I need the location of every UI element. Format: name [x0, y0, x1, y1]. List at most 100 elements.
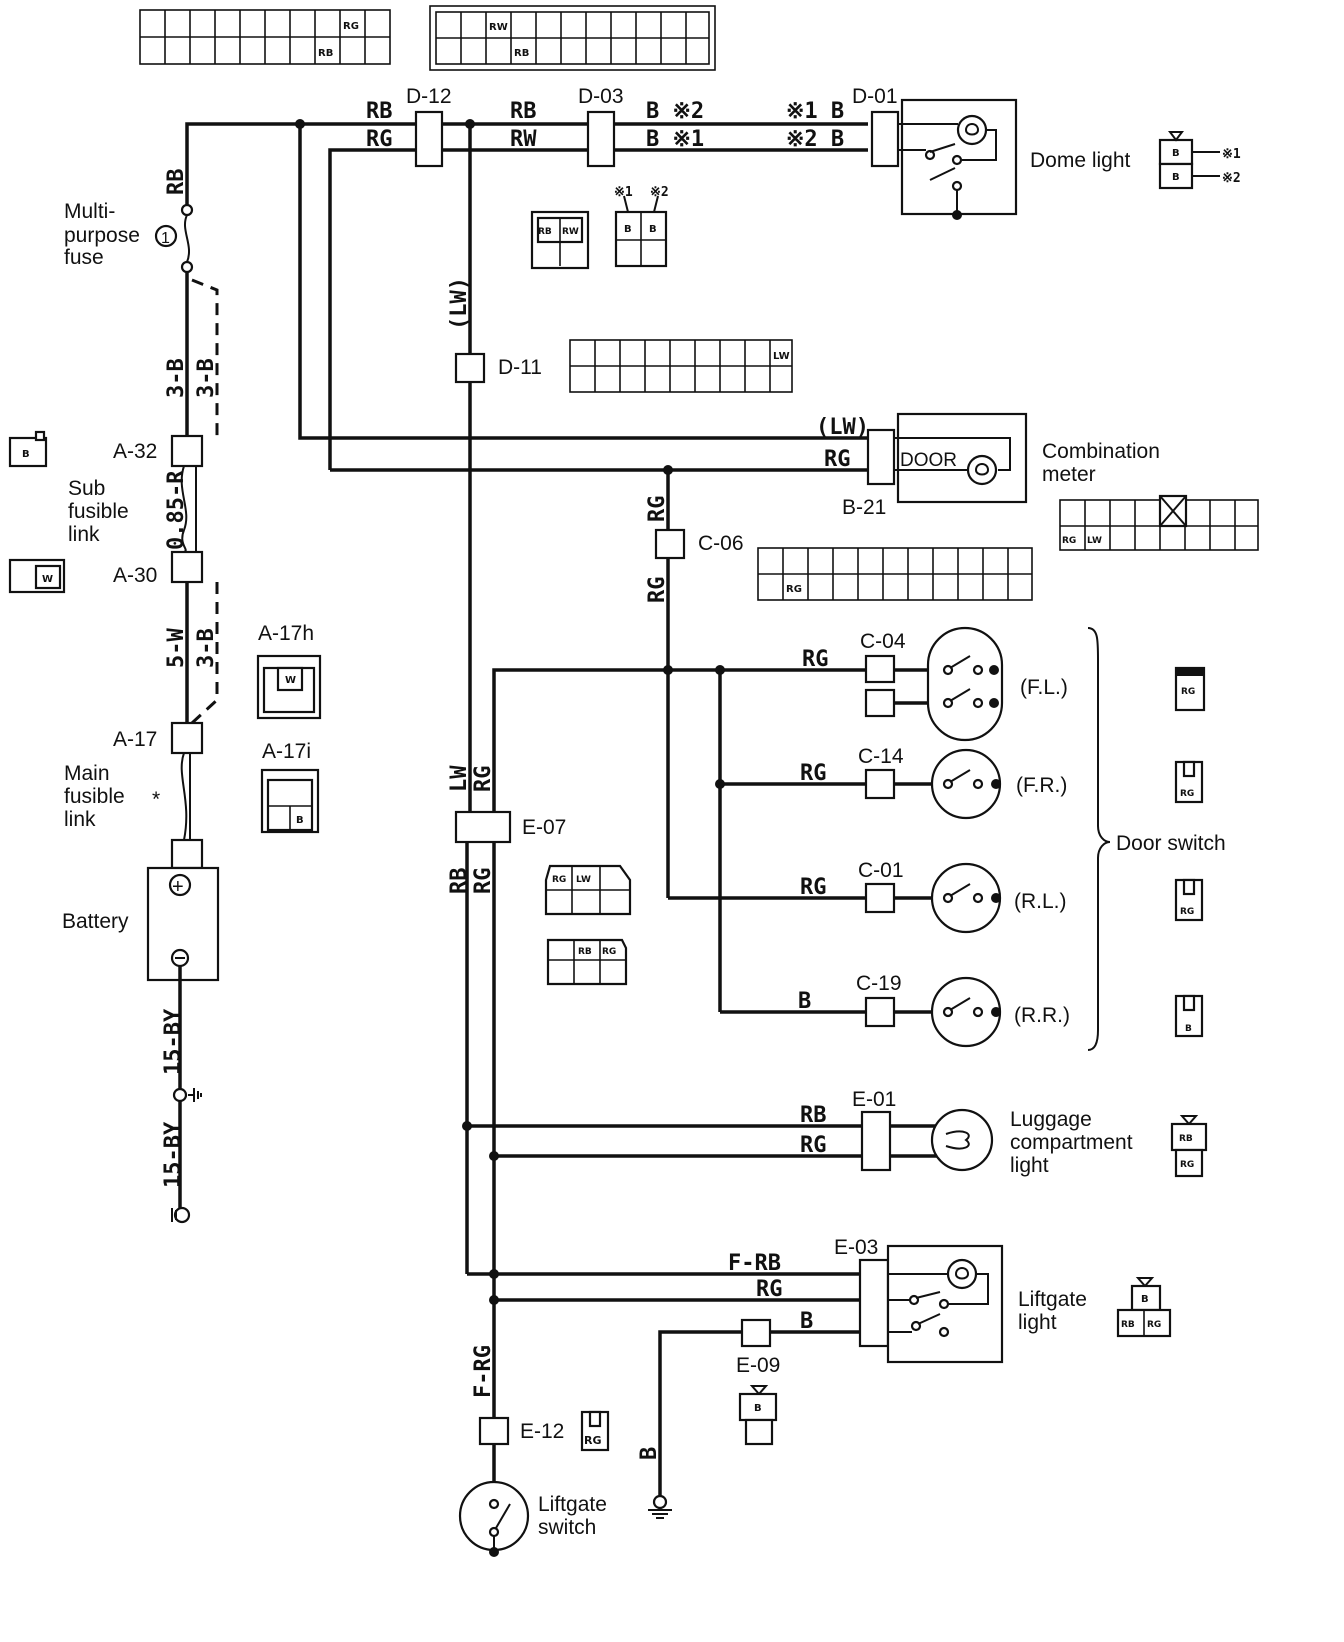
note-n1: ※1: [1222, 147, 1241, 162]
pin-label: LW: [1087, 536, 1102, 546]
battery-label: Battery: [62, 910, 129, 933]
connector-face-e09: B: [738, 1385, 778, 1446]
svg-text:+: +: [172, 876, 184, 898]
connector-e07-box: [454, 810, 512, 844]
wire-label-rg: RG: [366, 127, 393, 152]
pin-label: B: [1141, 1294, 1149, 1305]
pin-label: RG: [602, 947, 616, 957]
wire-label-rg: RG: [800, 1133, 827, 1158]
lower-trunk: [462, 842, 862, 1500]
multipurpose-fuse-label: fuse: [64, 246, 104, 269]
connector-a17h: A-17h: [258, 622, 314, 645]
wire-label-rw: RW: [510, 127, 537, 152]
wire-label-rg: RG: [802, 647, 829, 672]
wire-label-lw-paren: (LW): [816, 415, 869, 440]
wire-label-rg: RG: [471, 766, 496, 793]
connector-b21-box: [866, 428, 896, 486]
pin-label: RG: [1180, 1160, 1194, 1170]
pin-label: RG: [1147, 1320, 1161, 1330]
connector-d01: D-01: [852, 85, 898, 108]
wire-label-rg: RG: [471, 868, 496, 895]
connector-b21: B-21: [842, 496, 886, 519]
multipurpose-fuse-label: purpose: [64, 224, 140, 247]
combination-meter-label: Combination: [1042, 440, 1160, 463]
connector-face-c06: RG: [757, 547, 1033, 601]
liftgate-light-symbol: [886, 1244, 1004, 1364]
wire-label-rg: RG: [645, 496, 670, 523]
pin-label: RG: [786, 584, 802, 595]
wire-label-frb: F-RB: [728, 1251, 781, 1276]
combination-meter-symbol: [894, 412, 1028, 504]
connector-face-e03: B RB RG: [1116, 1277, 1172, 1338]
dome-light-symbol: [898, 98, 1018, 220]
wire-label-15by-lower: 15-BY: [161, 1121, 186, 1188]
connector-c06: C-06: [698, 532, 744, 555]
luggage-light-label: light: [1010, 1154, 1049, 1177]
multipurpose-fuse-label: Multi-: [64, 200, 115, 223]
connector-face-c19: B: [1174, 994, 1204, 1038]
pin-label: RB: [1179, 1134, 1193, 1144]
connector-a32: A-32: [113, 440, 157, 463]
wire-label-5w: 5-W: [164, 628, 189, 668]
wire-label-3b-lower: 3-B: [194, 628, 219, 668]
connector-e03: E-03: [834, 1236, 878, 1259]
connector-face-a32: B: [8, 430, 48, 468]
dome-light-label: Dome light: [1030, 149, 1131, 172]
connector-face-a30: W: [8, 558, 66, 594]
wire-label-frg: F-RG: [471, 1345, 496, 1398]
asterisk-note: *: [152, 788, 160, 811]
liftgate-switch-label: switch: [538, 1516, 596, 1539]
wire-label-b-n2: B ※2: [646, 99, 704, 124]
wire-label-rb: RB: [510, 99, 537, 124]
note-n1: ※1: [614, 185, 633, 200]
pin-label: B: [1185, 1024, 1192, 1034]
connector-c01: C-01: [858, 859, 904, 882]
sub-fusible-link-label: Sub: [68, 477, 105, 500]
pin-label: RW: [562, 227, 579, 237]
pin-label: RB: [1121, 1320, 1135, 1330]
wire-label-rb: RB: [366, 99, 393, 124]
pin-label: B: [649, 224, 657, 235]
connector-a17i: A-17i: [262, 740, 311, 763]
connector-e07: E-07: [522, 816, 566, 839]
wire-label-rg: RG: [800, 875, 827, 900]
luggage-light-label: compartment: [1010, 1131, 1133, 1154]
pin-label: B: [296, 815, 304, 826]
meter-door-label: DOOR: [900, 450, 957, 471]
fuse-number-circle: [154, 224, 178, 248]
wire-label-n1-b: ※1 B: [786, 99, 844, 124]
wire-label-rg: RG: [800, 761, 827, 786]
connector-e09: E-09: [736, 1354, 780, 1377]
note-n2: ※2: [1222, 171, 1241, 186]
main-fusible-link-label: Main: [64, 762, 110, 785]
wire-label-n2-b: ※2 B: [786, 127, 844, 152]
pin-label: RG: [1181, 687, 1195, 697]
wire-label-b: B: [800, 1309, 813, 1334]
connector-face-d01: B B ※1 ※2: [1158, 131, 1241, 190]
connector-a17: A-17: [113, 728, 157, 751]
wire-label-3b: 3-B: [164, 358, 189, 398]
connector-d03: D-03: [578, 85, 624, 108]
connector-c04: C-04: [860, 630, 906, 653]
door-switch-label: Door switch: [1116, 832, 1226, 855]
connector-e03-box: [858, 1258, 890, 1348]
pin-label: RB: [578, 947, 592, 957]
power-feed: +: [146, 119, 868, 1224]
wire-label-rg: RG: [645, 577, 670, 604]
pin-label: LW: [773, 351, 790, 362]
connector-d12: D-12: [406, 85, 452, 108]
liftgate-switch-symbol: [458, 1444, 530, 1557]
top-harness: [414, 110, 900, 168]
connector-c14: C-14: [858, 745, 904, 768]
liftgate-light-label: Liftgate: [1018, 1288, 1087, 1311]
wire-label-rb: RB: [164, 169, 189, 196]
pin-label: RW: [489, 22, 508, 33]
connector-face-c01: RG: [1174, 878, 1204, 922]
pin-label: RG: [1062, 536, 1076, 546]
liftgate-light-label: light: [1018, 1311, 1057, 1334]
fuse-number: 1: [161, 230, 170, 247]
wire-label-lw-paren: (LW): [447, 277, 472, 330]
wire-label-b: B: [798, 989, 811, 1014]
sub-fusible-link-label: fusible: [68, 500, 129, 523]
connector-face-e12: RG: [580, 1410, 610, 1452]
